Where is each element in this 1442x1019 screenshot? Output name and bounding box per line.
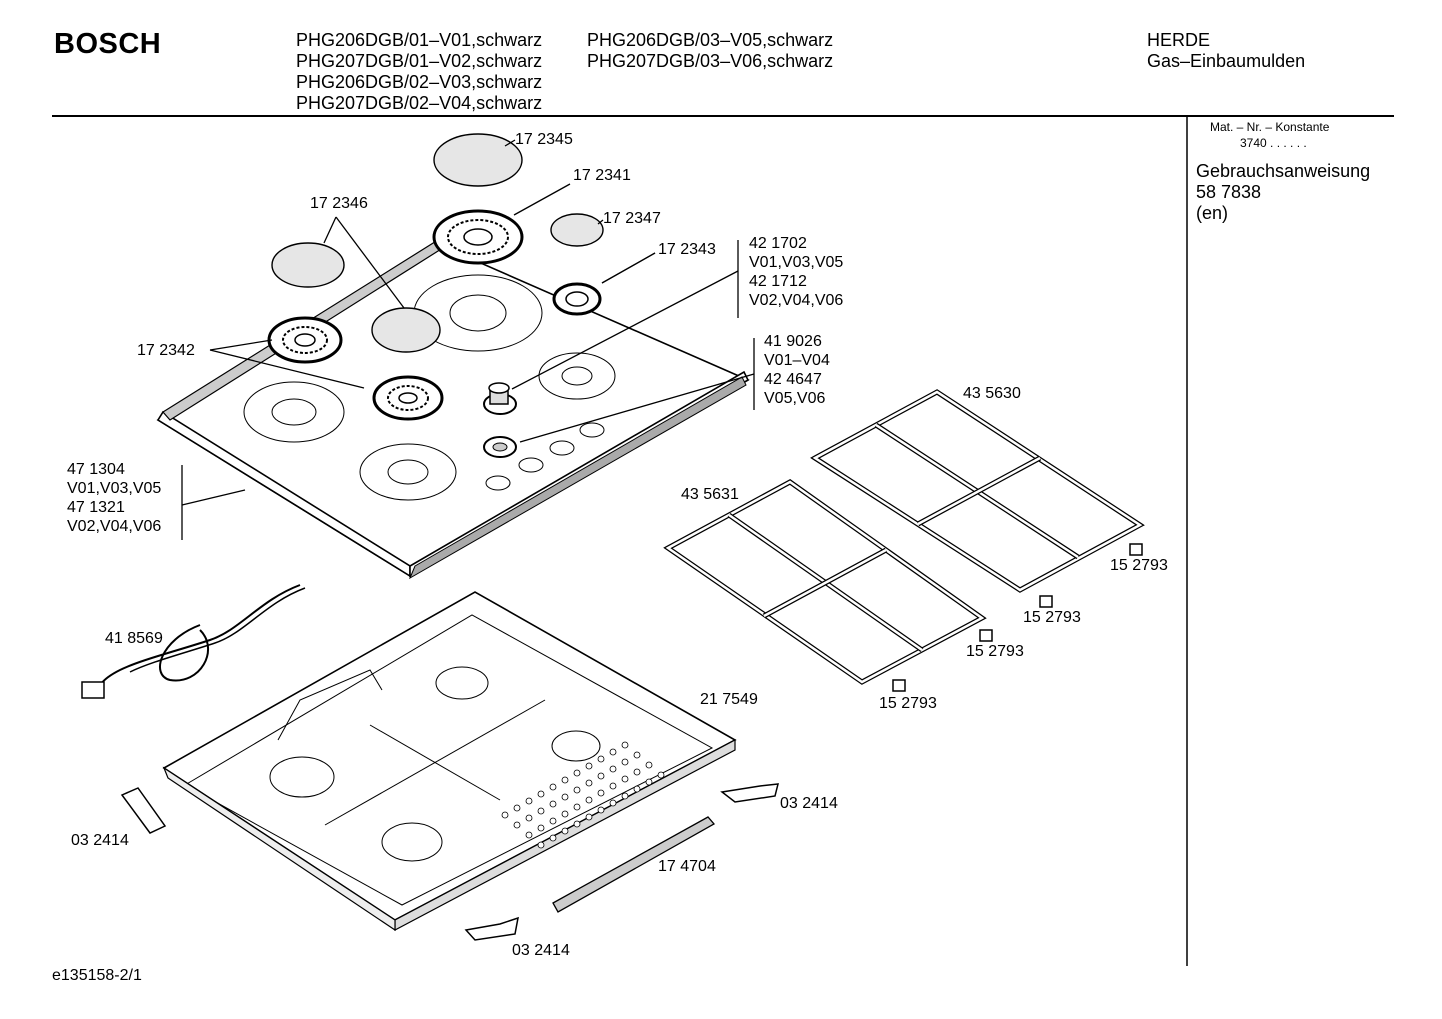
- part-label: 47 1321: [67, 499, 125, 516]
- mounting-clips: [120, 783, 779, 941]
- ring-part-group: 41 9026 V01–V04 42 4647 V05,V06: [764, 332, 830, 408]
- brand-logo: BOSCH: [54, 28, 162, 60]
- burner-caps: [271, 133, 604, 353]
- part-label: 21 7549: [700, 691, 758, 708]
- mat-nr-value: 3740 . . . . . .: [1240, 136, 1307, 150]
- model-line: PHG206DGB/02–V03,schwarz: [296, 72, 543, 92]
- hob-top-plate: [156, 239, 750, 580]
- knob-part-group: 42 1702 V01,V03,V05 42 1712 V02,V04,V06: [749, 234, 843, 310]
- model-line: PHG207DGB/02–V04,schwarz: [296, 93, 543, 113]
- doc-title: Gebrauchsanweisung: [1196, 161, 1371, 181]
- part-label: V05,V06: [764, 390, 826, 407]
- control-knob: [483, 382, 517, 415]
- burner-crowns: [267, 209, 602, 421]
- drawing-id: e135158-2/1: [52, 967, 142, 984]
- part-label: V02,V04,V06: [67, 518, 162, 535]
- part-label: 03 2414: [512, 942, 570, 959]
- power-cable: [81, 584, 306, 699]
- subcategory: Gas–Einbaumulden: [1147, 51, 1306, 71]
- part-label: V02,V04,V06: [749, 292, 844, 309]
- part-label: 43 5631: [681, 486, 739, 503]
- doc-lang: (en): [1196, 203, 1229, 223]
- category-block: HERDE Gas–Einbaumulden: [1147, 30, 1305, 72]
- part-label: 17 2347: [603, 210, 661, 227]
- seal-strip: [552, 816, 716, 913]
- pan-support-front: [663, 479, 987, 685]
- part-label: 17 2342: [137, 342, 195, 359]
- model-line: PHG207DGB/01–V02,schwarz: [296, 51, 543, 71]
- model-list-2: PHG206DGB/03–V05,schwarz PHG207DGB/03–V0…: [587, 30, 833, 72]
- pan-support-rear: [810, 389, 1145, 593]
- doc-number: 58 7838: [1196, 182, 1262, 202]
- part-label: 17 2343: [658, 241, 716, 258]
- model-line: PHG206DGB/01–V01,schwarz: [296, 30, 543, 50]
- model-line: PHG206DGB/03–V05,schwarz: [587, 30, 834, 50]
- part-label: 17 2345: [515, 131, 573, 148]
- part-label: 41 8569: [105, 630, 163, 647]
- bottom-tray: [162, 591, 737, 932]
- part-label: 15 2793: [966, 643, 1024, 660]
- part-label: 42 1712: [749, 273, 807, 290]
- part-label: 15 2793: [879, 695, 937, 712]
- part-label: 03 2414: [71, 832, 129, 849]
- model-line: PHG207DGB/03–V06,schwarz: [587, 51, 834, 71]
- part-label: 42 4647: [764, 371, 822, 388]
- part-label: 41 9026: [764, 333, 822, 350]
- knob-ring: [483, 436, 517, 458]
- category: HERDE: [1147, 30, 1211, 50]
- part-label: 17 2341: [573, 167, 631, 184]
- mat-nr-label: Mat. – Nr. – Konstante: [1210, 120, 1330, 134]
- frame-part-group: 47 1304 V01,V03,V05 47 1321 V02,V04,V06: [67, 460, 161, 536]
- part-label: V01,V03,V05: [67, 480, 162, 497]
- model-list-1: PHG206DGB/01–V01,schwarz PHG207DGB/01–V0…: [296, 30, 542, 114]
- leader-lines: [181, 139, 755, 540]
- part-label: 03 2414: [780, 795, 838, 812]
- part-label: 17 4704: [658, 858, 716, 875]
- part-label: V01,V03,V05: [749, 254, 844, 271]
- rubber-feet: [892, 543, 1143, 692]
- part-label: 15 2793: [1023, 609, 1081, 626]
- part-label: V01–V04: [764, 352, 830, 369]
- part-label: 17 2346: [310, 195, 368, 212]
- part-label: 42 1702: [749, 235, 807, 252]
- part-label: 47 1304: [67, 461, 125, 478]
- part-label: 43 5630: [963, 385, 1021, 402]
- part-label: 15 2793: [1110, 557, 1168, 574]
- front-trim-strip: [408, 376, 747, 580]
